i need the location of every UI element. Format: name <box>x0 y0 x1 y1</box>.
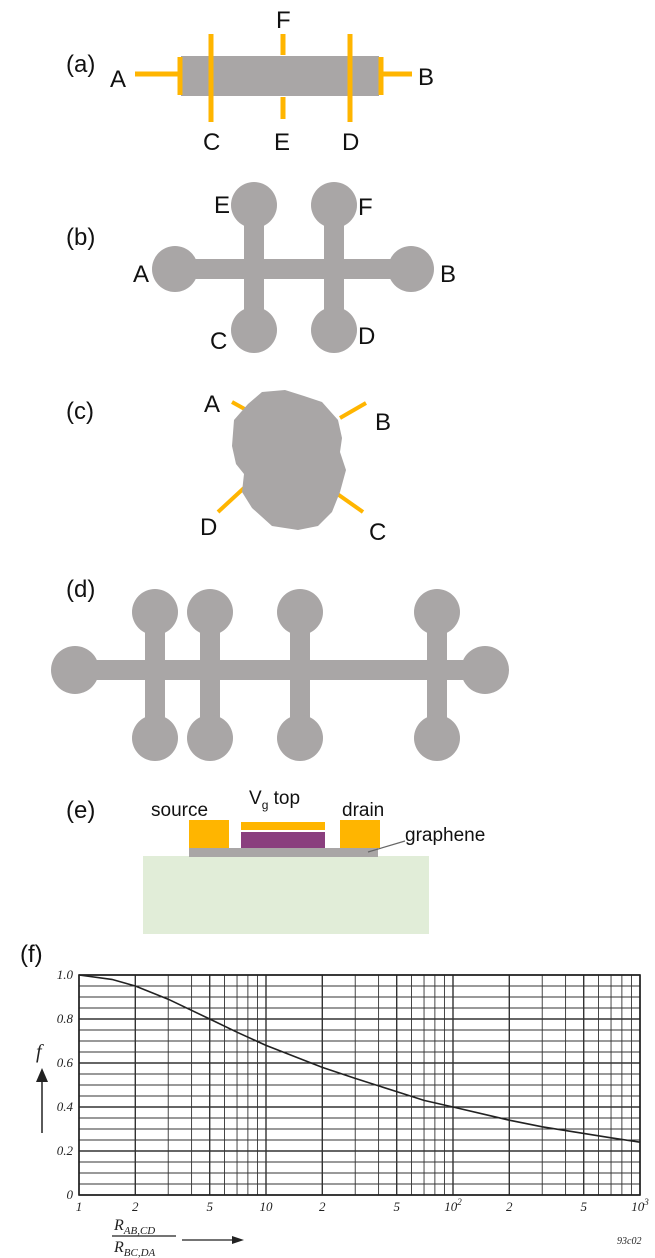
plot-frame <box>78 974 641 1196</box>
y-tick-label-1: 0.2 <box>57 1143 74 1158</box>
drain-label: drain <box>342 800 384 821</box>
arm-2 <box>200 612 220 738</box>
terminal-label-c: C <box>210 328 227 355</box>
y-axis-label: f <box>36 1041 44 1063</box>
panel-e-label: (e) <box>66 797 95 824</box>
contact-pad-top-2 <box>187 589 233 635</box>
gate-subscript: g <box>262 798 269 812</box>
graphene-label: graphene <box>405 825 485 846</box>
panel-a-label: (a) <box>66 51 95 78</box>
y-tick-label-4: 0.8 <box>57 1011 74 1026</box>
top-gate-electrode <box>241 822 325 830</box>
hall-bar-arm-left <box>244 205 264 335</box>
panel-e: (e) source Vg top drain graphene <box>66 788 485 934</box>
x-tick-label-9: 103 <box>631 1197 649 1214</box>
contact-wire-d <box>216 486 246 514</box>
panel-d: (d) <box>51 576 509 761</box>
gate-dielectric <box>241 832 325 848</box>
contact-wire-b <box>339 401 367 420</box>
y-tick-label-5: 1.0 <box>57 967 74 982</box>
contact-pad-bottom-2 <box>187 715 233 761</box>
terminal-label-b: B <box>418 64 434 91</box>
contact-wire-c <box>334 491 365 514</box>
drain-contact <box>340 820 380 848</box>
contact-pad-f <box>311 182 357 228</box>
gate-top: top <box>268 788 300 809</box>
terminal-label-e: E <box>274 129 290 156</box>
arm-4 <box>427 612 447 738</box>
contact-pad-a <box>152 246 198 292</box>
x-label-denominator: RBC,DA <box>113 1239 156 1258</box>
contact-pad-c <box>231 307 277 353</box>
hall-bar-arm-right <box>324 205 344 335</box>
contact-pad-e <box>231 182 277 228</box>
x-tick-label-4: 2 <box>319 1199 326 1214</box>
graphene-layer <box>189 848 378 857</box>
terminal-label-c: C <box>369 519 386 546</box>
terminal-label-f: F <box>276 7 291 34</box>
source-contact <box>189 820 229 848</box>
x-tick-label-2: 5 <box>206 1199 213 1214</box>
gate-v: V <box>249 788 262 809</box>
contact-pad-bottom-3 <box>277 715 323 761</box>
x-axis-arrow-head <box>232 1236 244 1244</box>
figure-code: 93c02 <box>617 1236 641 1247</box>
x-tick-label-6: 102 <box>444 1197 462 1214</box>
y-axis-arrow-head <box>36 1068 48 1082</box>
y-tick-label-3: 0.6 <box>57 1055 74 1070</box>
contact-pad-right <box>461 646 509 694</box>
hall-bar-channel <box>175 259 411 279</box>
x-tick-label-5: 5 <box>393 1199 400 1214</box>
contact-pad-top-1 <box>132 589 178 635</box>
arm-1 <box>145 612 165 738</box>
x-label-numerator: RAB,CD <box>113 1217 155 1237</box>
chart-grid <box>78 974 641 1196</box>
terminal-label-b: B <box>440 261 456 288</box>
substrate <box>143 856 429 934</box>
panel-f-label: (f) <box>20 941 43 968</box>
terminal-label-a: A <box>110 66 126 93</box>
contact-pad-b <box>388 246 434 292</box>
panel-b-label: (b) <box>66 224 95 251</box>
hall-bar-sample <box>181 56 379 96</box>
contact-pad-bottom-4 <box>414 715 460 761</box>
terminal-label-a: A <box>204 391 220 418</box>
contact-pad-top-4 <box>414 589 460 635</box>
x-tick-label-0: 1 <box>76 1199 83 1214</box>
x-tick-label-3: 10 <box>260 1199 274 1214</box>
terminal-label-c: C <box>203 129 220 156</box>
y-tick-label-2: 0.4 <box>57 1099 74 1114</box>
top-gate-label: Vg top <box>249 788 300 812</box>
terminal-label-e: E <box>214 192 230 219</box>
terminal-label-a: A <box>133 261 149 288</box>
graphene-pointer <box>367 840 406 853</box>
y-tick-label-0: 0 <box>67 1187 74 1202</box>
contact-pad-bottom-1 <box>132 715 178 761</box>
panel-b: (b) A B E F C D <box>66 182 456 355</box>
x-tick-label-7: 2 <box>506 1199 513 1214</box>
panel-c: (c) A B D C <box>66 390 391 546</box>
irregular-sample <box>232 390 346 530</box>
arm-3 <box>290 612 310 738</box>
panel-c-label: (c) <box>66 398 94 425</box>
panel-d-label: (d) <box>66 576 95 603</box>
terminal-label-d: D <box>358 323 375 350</box>
x-tick-label-1: 2 <box>132 1199 139 1214</box>
channel-bar <box>75 660 485 680</box>
x-tick-label-8: 5 <box>580 1199 587 1214</box>
source-label: source <box>151 800 208 821</box>
terminal-label-d: D <box>342 129 359 156</box>
terminal-label-f: F <box>358 194 373 221</box>
panel-a: (a) A B C E D F <box>66 7 434 156</box>
terminal-label-d: D <box>200 514 217 541</box>
contact-pad-top-3 <box>277 589 323 635</box>
contact-pad-left <box>51 646 99 694</box>
contact-pad-d <box>311 307 357 353</box>
data-series-curve <box>78 974 641 1143</box>
terminal-label-b: B <box>375 409 391 436</box>
